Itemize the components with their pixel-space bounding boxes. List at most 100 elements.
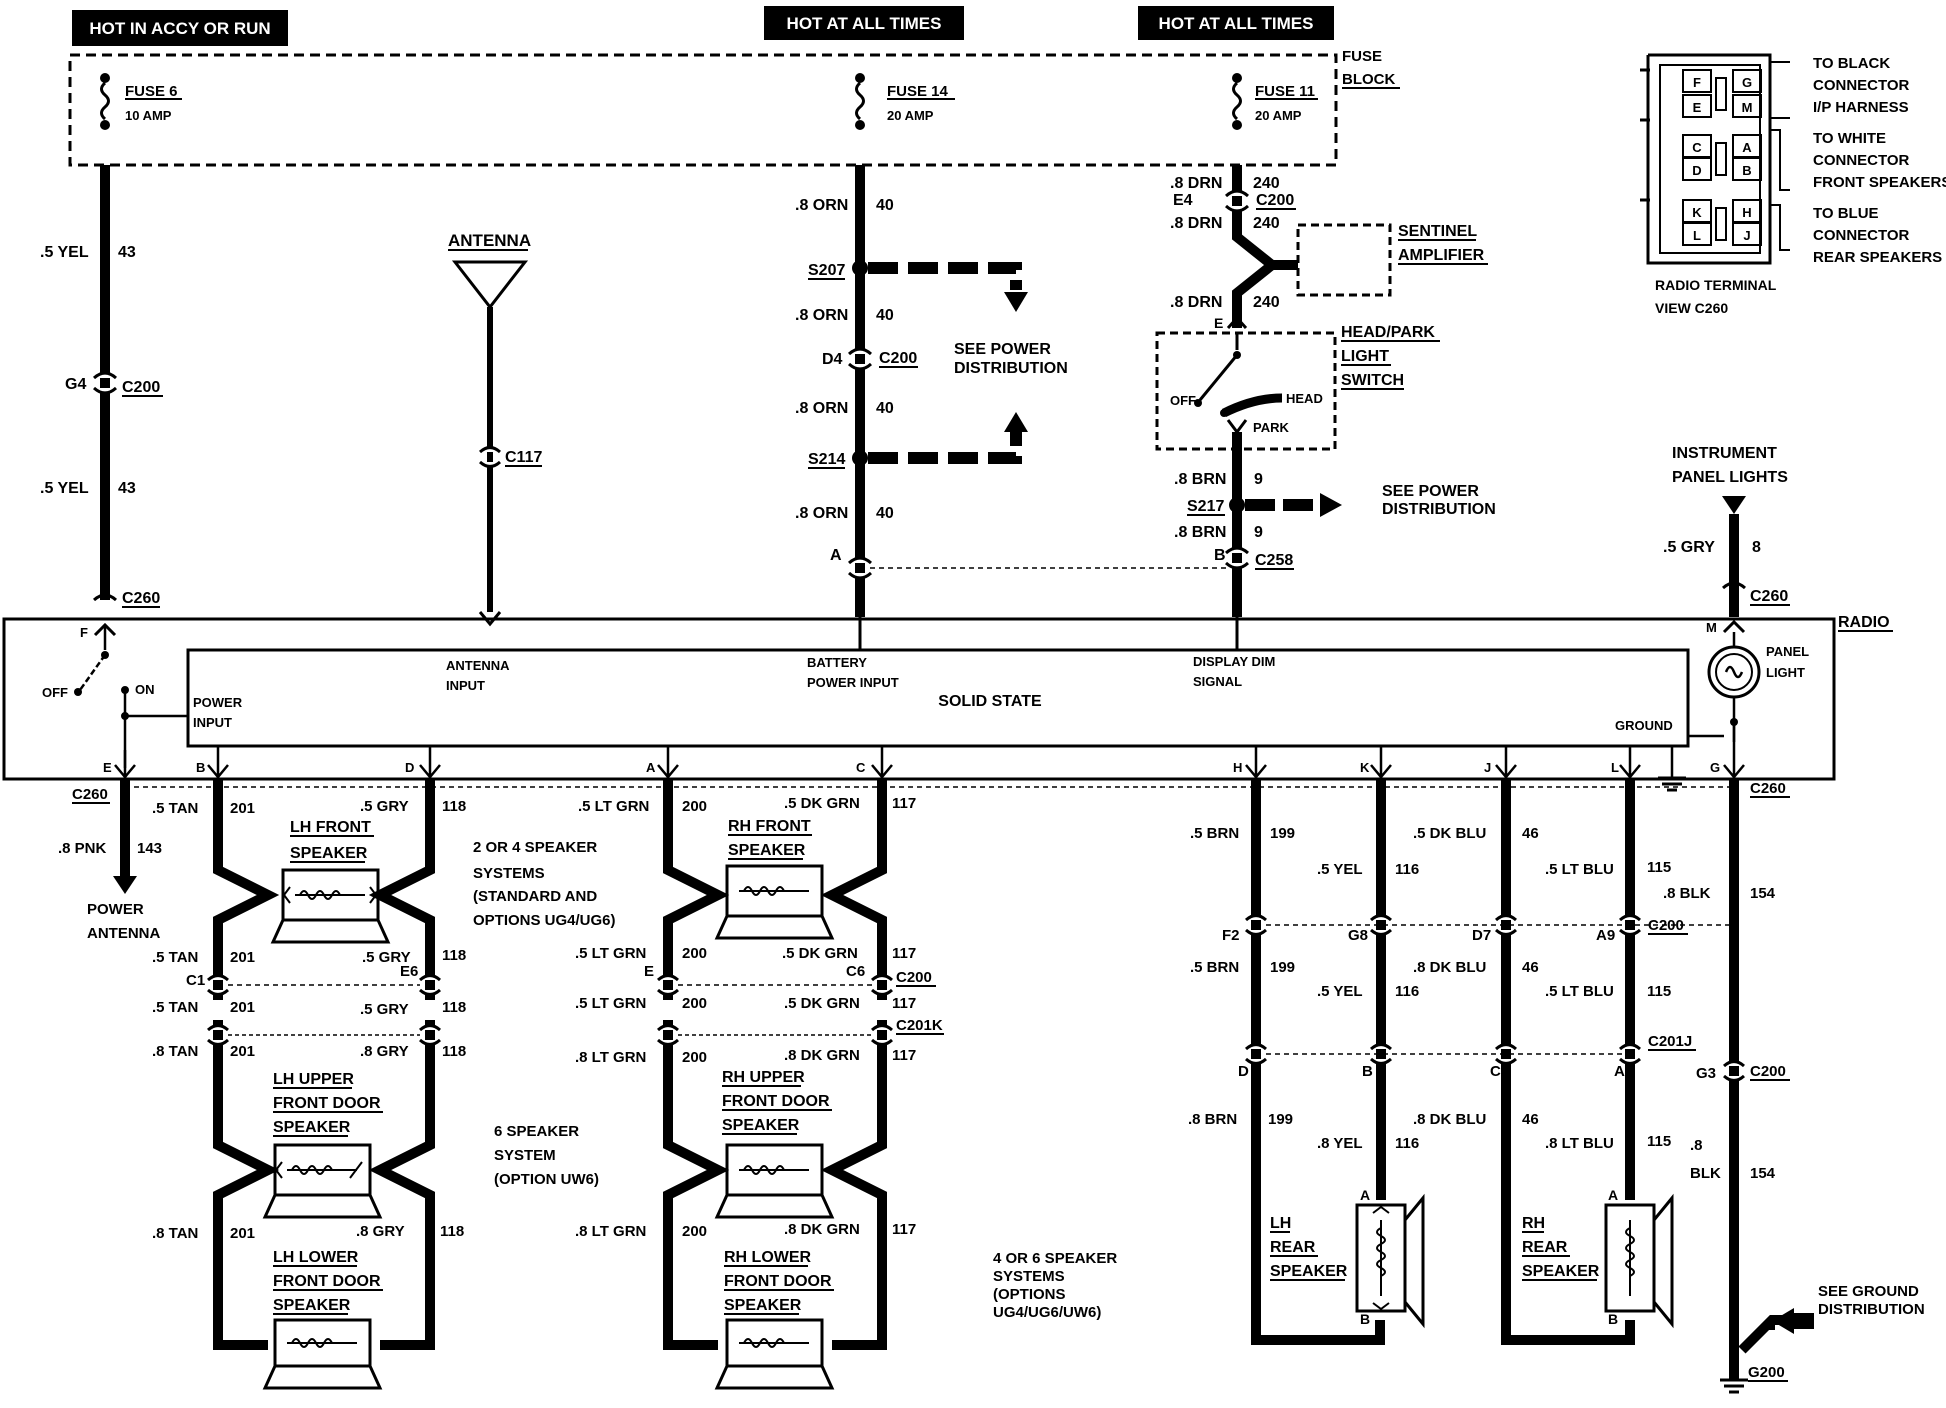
wire-label: .8 LT BLU (1545, 1135, 1614, 1152)
circuit-number: 240 (1253, 294, 1280, 311)
circuit-number: 46 (1522, 825, 1539, 842)
circuit-number: 115 (1647, 983, 1671, 1000)
wire-label: .8 ORN (795, 197, 848, 214)
antenna-label: ANTENNA (448, 231, 531, 250)
circuit-number: 199 (1268, 1111, 1293, 1128)
speaker-label: SPEAKER (273, 1297, 351, 1314)
terminal-label: POWER INPUT (807, 675, 899, 690)
wire-label: .5 LT GRN (575, 995, 646, 1012)
sentinel-amplifier-box (1296, 223, 1392, 297)
speaker-label: SPEAKER (1270, 1263, 1348, 1280)
wire-label: .8 DK GRN (784, 1047, 860, 1064)
speaker-label: REAR (1522, 1239, 1568, 1256)
pin-label: B (1742, 163, 1751, 178)
speaker-label: SPEAKER (1522, 1263, 1600, 1280)
ground-icon (1720, 1378, 1748, 1394)
speaker-label: RH FRONT (728, 818, 811, 835)
ground-label: G200 (1748, 1364, 1785, 1381)
circuit-number: 201 (230, 1225, 255, 1242)
connector-label: C260 (72, 786, 108, 803)
wire-label: .5 YEL (40, 480, 89, 497)
arrow-down-icon (1004, 292, 1028, 312)
wire-label: .8 BRN (1188, 1111, 1237, 1128)
circuit-number: 46 (1522, 1111, 1539, 1128)
circuit-number: 40 (876, 307, 894, 324)
circuit-number: 116 (1395, 983, 1419, 1000)
radio-label: RADIO (1838, 614, 1890, 631)
terminal-label: INPUT (446, 678, 485, 693)
speaker-label: RH (1522, 1215, 1545, 1232)
connector-caption: RADIO TERMINAL (1655, 277, 1777, 293)
component-label: LIGHT (1341, 348, 1389, 365)
connector-note: TO WHITE (1813, 130, 1886, 147)
pin-label: J (1484, 760, 1491, 775)
pin-label: G3 (1696, 1065, 1716, 1082)
wire-label: .5 GRY (360, 798, 409, 815)
speaker-icon (714, 864, 835, 940)
see-power-label: DISTRIBUTION (954, 360, 1068, 377)
speaker-label: LH UPPER (273, 1071, 354, 1088)
connector-icon (847, 347, 873, 371)
pin-label: H (1742, 205, 1751, 220)
circuit-number: 117 (892, 945, 916, 962)
switch-lever (1198, 354, 1239, 401)
connector-label: C201J (1648, 1033, 1692, 1050)
pin-label: C (856, 760, 866, 775)
switch-position-label: ON (135, 682, 155, 697)
header-hot-all-times-2: HOT AT ALL TIMES (1138, 6, 1334, 40)
connector-note: REAR SPEAKERS (1813, 249, 1942, 266)
note-text: 4 OR 6 SPEAKER (993, 1250, 1117, 1267)
pin-label: A (830, 547, 842, 564)
pin-label: E (1693, 100, 1702, 115)
pin-label: H (1233, 760, 1242, 775)
connector-icon (92, 593, 118, 602)
pin-label: C6 (846, 963, 865, 980)
speaker-label: FRONT DOOR (722, 1093, 830, 1110)
note-text: (OPTIONS (993, 1286, 1066, 1303)
component-label: LIGHT (1766, 665, 1805, 680)
wire-label: .5 YEL (1317, 983, 1363, 1000)
speaker-icon (262, 1143, 383, 1219)
pin-label: B (1360, 1311, 1370, 1327)
wire-label: .5 BRN (1190, 959, 1239, 976)
circuit-number: 40 (876, 197, 894, 214)
circuit-number: 143 (137, 840, 162, 857)
connector-note: I/P HARNESS (1813, 99, 1909, 116)
wire-label: .8 LT GRN (575, 1049, 646, 1066)
connector-note: TO BLUE (1813, 205, 1879, 222)
circuit-number: 200 (682, 1049, 707, 1066)
solid-state-module (186, 648, 1690, 748)
speaker-icon (1604, 1193, 1674, 1329)
speaker-icon (262, 1318, 383, 1390)
circuit-number: 118 (440, 1223, 464, 1240)
connector-caption: VIEW C260 (1655, 300, 1728, 316)
connector-label: C200 (122, 379, 160, 396)
fuse-label: FUSE 14 (887, 83, 949, 100)
pin-label: A (646, 760, 656, 775)
wire-label: .5 DK GRN (784, 795, 860, 812)
connector-note: FRONT SPEAKERS (1813, 174, 1946, 191)
circuit-number: 240 (1253, 175, 1280, 192)
connector-note: CONNECTOR (1813, 227, 1910, 244)
circuit-number: 118 (442, 1043, 466, 1060)
note-text: 6 SPEAKER (494, 1123, 579, 1140)
arrow-down-icon (1722, 496, 1746, 514)
speaker-icon (714, 1318, 835, 1390)
splice-label: S214 (808, 451, 845, 468)
note-text: (STANDARD AND (473, 888, 597, 905)
speaker-label: SPEAKER (728, 842, 806, 859)
pin-label: D (1692, 163, 1701, 178)
wire-label: .5 YEL (40, 244, 89, 261)
terminal-label: SIGNAL (1193, 674, 1242, 689)
fuse-block: FUSE BLOCK FUSE 6 10 AMP FUSE 14 20 AMP … (68, 48, 1400, 167)
connector-label: C200 (1648, 917, 1684, 934)
circuit-number: 117 (892, 1047, 916, 1064)
circuit-9: SEE POWER DISTRIBUTION .8 BRN 9 S217 .8 … (1174, 432, 1496, 617)
wire-label: .8 TAN (152, 1225, 198, 1242)
fuse-icon (100, 81, 110, 121)
fuse-rating: 10 AMP (125, 108, 172, 123)
note-text: SYSTEMS (473, 865, 545, 882)
component-label: SENTINEL (1398, 223, 1477, 240)
circuit-number: 199 (1270, 825, 1295, 842)
wire-label: .8 BRN (1174, 471, 1226, 488)
